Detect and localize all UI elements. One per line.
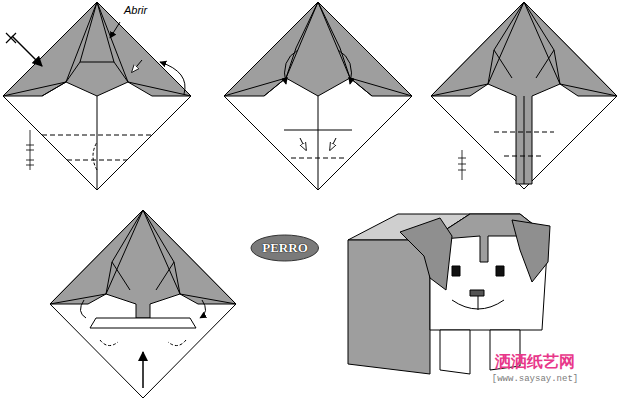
step-3 [431, 2, 617, 189]
step-1 [3, 2, 191, 190]
dog-model [348, 214, 550, 374]
watermark: 洒洒纸艺网 [495, 352, 575, 373]
badge-outline [251, 235, 319, 261]
step-2 [224, 2, 412, 190]
title-badge: PERRO [250, 234, 320, 262]
step-4 [50, 210, 236, 398]
title-text: PERRO [262, 240, 308, 256]
instruction-text: Abrir [124, 4, 147, 16]
watermark-url: [www.saysay.net] [492, 374, 578, 384]
